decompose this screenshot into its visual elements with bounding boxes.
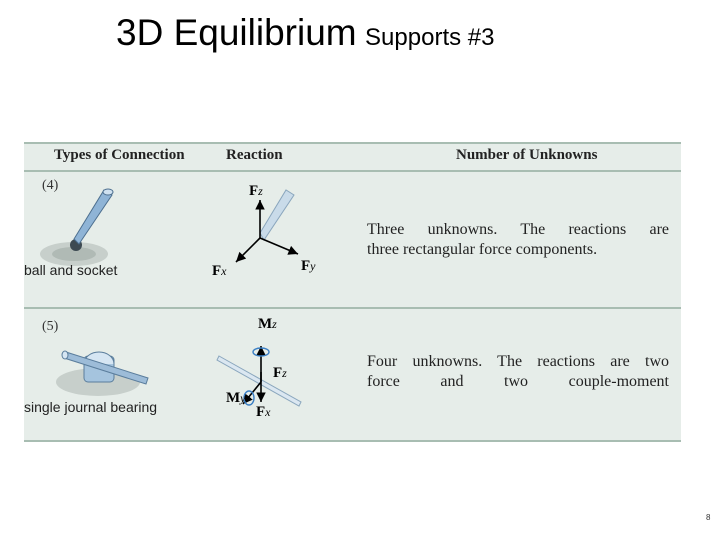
fx-arrow — [235, 237, 261, 263]
row-4-number: (4) — [42, 178, 59, 193]
row-5-description: Four unknowns. The reactions are two for… — [367, 352, 669, 392]
journal-bearing-illustration — [56, 350, 149, 396]
table-bottom-rule — [24, 440, 681, 442]
mz-rotation-icon — [252, 347, 270, 357]
ball-and-socket-illustration — [40, 188, 114, 266]
slide-title: 3D Equilibrium Supports #3 — [116, 12, 494, 54]
mz-label: Mz — [258, 316, 277, 332]
fx-label: Fx — [212, 263, 227, 278]
table-top-rule — [24, 142, 681, 144]
row-5-description-line-2: force and two couple-moment — [367, 373, 669, 390]
row-4-description: Three unknowns. The reactions are three … — [367, 220, 669, 260]
shaft-sketch — [216, 355, 302, 407]
fz-label-5: Fz — [273, 365, 287, 381]
row-5-connection-label: single journal bearing — [24, 399, 158, 415]
slide-title-sub: Supports #3 — [365, 24, 495, 51]
row-5-description-line-1: Four unknowns. The reactions are two — [367, 353, 669, 370]
header-reaction: Reaction — [226, 147, 283, 163]
header-divider — [24, 170, 681, 172]
slide-title-main: 3D Equilibrium — [116, 12, 357, 53]
journal-bearing-reaction-diagram: Mz Fz My Fx — [216, 316, 302, 420]
ball-socket-reaction-diagram: Fz Fy Fx — [212, 183, 316, 278]
row-divider — [24, 307, 681, 309]
supports-table: Types of Connection Reaction Number of U… — [24, 142, 681, 442]
fy-arrow — [259, 237, 299, 255]
my-rotation-icon — [243, 390, 255, 406]
row-4-connection-label: ball and socket — [24, 262, 118, 278]
row-5-number: (5) — [42, 319, 59, 334]
my-label: My — [226, 390, 246, 406]
row-4-description-line-2: three rectangular force components. — [367, 241, 598, 258]
fx-label-5: Fx — [256, 404, 271, 420]
row-4-description-line-1: Three unknowns. The reactions are — [367, 221, 669, 238]
fy-label: Fy — [301, 258, 316, 274]
header-types-of-connection: Types of Connection — [54, 147, 185, 163]
header-number-of-unknowns: Number of Unknowns — [456, 147, 598, 163]
fz-label: Fz — [249, 183, 263, 199]
socket-rod-sketch — [259, 189, 295, 241]
page-number: 8 — [706, 513, 711, 522]
